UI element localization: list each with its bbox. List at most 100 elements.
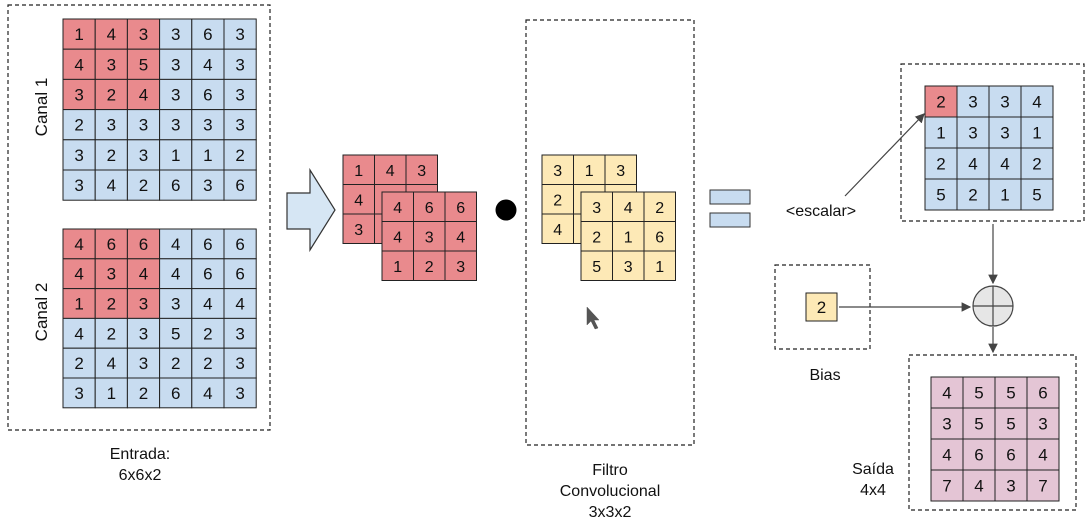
output-grid-cell-value: 3 <box>942 415 951 434</box>
channel-2-grid-cell-value: 3 <box>107 265 116 284</box>
filter-channel-1-cell-value: 3 <box>553 163 562 180</box>
feature-map-grid-cell-value: 1 <box>1032 124 1041 143</box>
channel-1-grid-cell-value: 3 <box>74 86 83 105</box>
output-grid-cell-value: 5 <box>974 415 983 434</box>
channel-2-grid-cell-value: 6 <box>107 235 116 254</box>
channel-2-grid-cell-value: 6 <box>235 235 244 254</box>
patch-channel-2-cell-value: 3 <box>456 259 465 276</box>
feature-map-grid-cell <box>988 147 1022 180</box>
feature-map-grid-cell <box>956 147 990 180</box>
feature-map-grid-cell-value: 4 <box>968 155 977 174</box>
channel-1-grid-cell-value: 6 <box>203 86 212 105</box>
filter-channel-2-cell <box>643 250 676 281</box>
filter-label: Filtro Convolucional 3x3x2 <box>540 460 680 523</box>
output-grid-cell <box>930 376 964 409</box>
bias-cell <box>805 292 838 322</box>
output-grid-cell-value: 4 <box>942 384 951 403</box>
channel-1-grid-cell-value: 3 <box>171 55 180 74</box>
channel-2-grid-cell <box>62 347 96 379</box>
channel-2-grid-cell <box>62 228 96 260</box>
equals-top-bar <box>709 189 751 205</box>
feature-map-grid-cell-value: 2 <box>936 155 945 174</box>
channel-1-grid-cell <box>191 169 225 201</box>
sum-node-icon <box>972 285 1014 327</box>
channel-2-grid-cell-value: 6 <box>235 265 244 284</box>
mouse-cursor-icon <box>586 306 600 330</box>
filter-channel-2-cell-value: 4 <box>624 200 633 217</box>
channel-2-grid-cell <box>94 347 128 379</box>
input-label-line1: Entrada: <box>109 446 171 463</box>
channel-2-grid-cell-value: 2 <box>107 295 116 314</box>
feature-map-grid-cell-value: 1 <box>1000 186 1009 205</box>
channel-2-grid-cell <box>62 377 96 409</box>
feature-map-grid-cell-value: 5 <box>936 186 945 205</box>
patch-channel-1-cell-value: 3 <box>417 163 426 180</box>
feature-map-grid-cell <box>956 116 990 149</box>
channel-2-grid-cell-value: 4 <box>139 265 148 284</box>
patch-channel-2-cell-value: 4 <box>393 229 402 246</box>
feature-map-grid-cell-value: 3 <box>1000 93 1009 112</box>
feature-map-box <box>900 63 1085 222</box>
channel-2-grid-cell-value: 3 <box>235 384 244 403</box>
channel-1-grid-cell <box>62 169 96 201</box>
channel-1-grid-cell-value: 3 <box>107 116 116 135</box>
channel-2-grid-cell-value: 1 <box>74 295 83 314</box>
channel-1-grid-cell-value: 3 <box>139 116 148 135</box>
output-label: Saída 4x4 <box>838 459 908 501</box>
output-label-line1: Saída <box>852 461 894 478</box>
channel-2-label: Canal 2 <box>32 282 51 342</box>
channel-1-grid-cell <box>191 78 225 111</box>
channel-1-grid-cell-value: 3 <box>171 86 180 105</box>
channel-1-grid-cell <box>159 169 193 201</box>
filter-channel-2-cell <box>580 250 613 281</box>
channel-1-grid-cell-value: 4 <box>74 55 83 74</box>
output-grid-cell <box>1026 376 1060 409</box>
patch-channel-2-cell-value: 4 <box>393 200 402 217</box>
filter-channel-2-cell <box>580 221 613 252</box>
channel-1-grid-cell-value: 3 <box>107 55 116 74</box>
channel-2-grid-cell-value: 2 <box>171 354 180 373</box>
channel-2-grid-cell-value: 4 <box>171 265 180 284</box>
channel-2-grid-cell <box>159 228 193 260</box>
channel-2-grid-cell-value: 4 <box>74 324 83 343</box>
channel-1-grid-cell <box>126 169 161 201</box>
filter-label-line1: Filtro <box>592 462 628 479</box>
patch-channel-2-cell <box>413 250 446 281</box>
channel-2-grid-cell-value: 6 <box>203 265 212 284</box>
output-grid-cell <box>1026 438 1060 471</box>
channel-2-grid-cell <box>223 377 257 409</box>
output-grid-cell <box>994 469 1028 502</box>
patch-channel-2-cell <box>444 221 477 252</box>
patch-channel-2-cell-value: 1 <box>393 259 402 276</box>
patch-channel-2-cell-value: 6 <box>456 200 465 217</box>
channel-2-grid-cell-value: 2 <box>203 324 212 343</box>
channel-1-grid-cell-value: 6 <box>235 176 244 195</box>
channel-2-grid-cell-value: 3 <box>139 295 148 314</box>
feature-map-grid-cell <box>956 85 990 118</box>
channel-2-grid-cell <box>94 288 128 319</box>
filter-channel-2-cell-value: 3 <box>624 259 633 276</box>
input-label: Entrada: 6x6x2 <box>90 444 190 486</box>
channel-2-grid-cell <box>223 347 257 379</box>
dot-product-symbol <box>495 199 517 221</box>
channel-1-grid-cell-value: 3 <box>203 116 212 135</box>
channel-1-grid-cell-value: 2 <box>107 86 116 105</box>
patch-channel-2-cell <box>444 250 477 281</box>
channel-2-grid-cell <box>94 317 128 349</box>
channel-1-grid-cell-value: 3 <box>235 116 244 135</box>
feature-map-grid-cell-value: 2 <box>1032 155 1041 174</box>
output-grid-cell <box>930 407 964 440</box>
channel-1-grid-cell <box>191 139 225 171</box>
channel-2-grid-cell-value: 2 <box>139 384 148 403</box>
channel-2-grid-cell-value: 4 <box>74 265 83 284</box>
output-grid-cell-value: 3 <box>1038 415 1047 434</box>
channel-2-grid-cell-value: 6 <box>203 235 212 254</box>
channel-2-grid-cell-value: 6 <box>139 235 148 254</box>
feature-map-grid-cell <box>924 116 958 149</box>
filter-box <box>525 19 695 446</box>
output-grid-cell <box>1026 469 1060 502</box>
